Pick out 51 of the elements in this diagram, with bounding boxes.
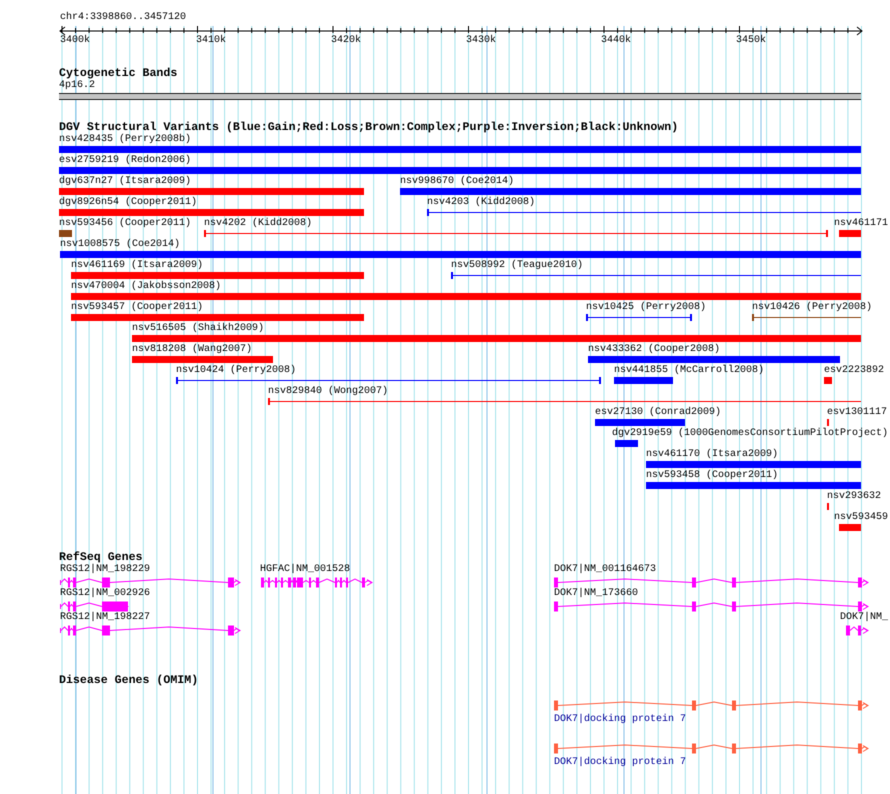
gene-label: DOK7|docking protein 7 (554, 714, 686, 725)
gene-label: DOK7|NM_ (840, 612, 888, 623)
variant-label: esv1301117 (827, 407, 888, 418)
track-heading: DGV Structural Variants (Blue:Gain;Red:Loss;Brown:Complex;Purple:Inversion;Black:Unknown) (59, 122, 678, 133)
variant-label: esv2223892 (824, 365, 884, 376)
tick-label: 3450k (736, 35, 766, 46)
gene-label: RGS12|NM_002926 (60, 588, 150, 599)
tick-label: 3440k (601, 35, 632, 46)
variant-label: nsv516505 (Shaikh2009) (132, 323, 264, 334)
variant-label: nsv10426 (Perry2008) (752, 302, 872, 313)
variant-label: nsv1008575 (Coe2014) (60, 239, 180, 250)
variant-label: nsv461169 (Itsara2009) (71, 260, 204, 271)
tick-label: 3430k (466, 35, 496, 46)
gene-label: HGFAC|NM_001528 (260, 564, 350, 575)
variant-label: esv27130 (Conrad2009) (595, 407, 722, 418)
variant-label: nsv998670 (Coe2014) (400, 176, 514, 187)
tick-label: 3400k (60, 35, 90, 46)
variant-label: nsv593456 (Cooper2011) (59, 218, 192, 229)
variant-label: nsv441855 (McCarroll2008) (614, 365, 764, 376)
variant-label: nsv593457 (Cooper2011) (71, 302, 204, 313)
track-heading: RefSeq Genes (59, 552, 142, 563)
gene-label: DOK7|NM_001164673 (554, 564, 656, 575)
gene-label: DOK7|NM_173660 (554, 588, 638, 599)
variant-label: nsv470004 (Jakobsson2008) (71, 281, 222, 292)
variant-label: nsv461170 (Itsara2009) (646, 449, 778, 460)
location-label: chr4:3398860..3457120 (60, 12, 186, 23)
gene-label: RGS12|NM_198229 (60, 564, 150, 575)
gene-label: RGS12|NM_198227 (60, 612, 150, 623)
variant-label: nsv10425 (Perry2008) (586, 302, 706, 313)
variant-label: nsv433362 (Cooper2008) (588, 344, 720, 355)
variant-label: nsv508992 (Teague2010) (451, 260, 584, 271)
track-heading: Cytogenetic Bands (59, 68, 178, 79)
variant-label: nsv829840 (Wong2007) (268, 386, 388, 397)
variant-label: nsv10424 (Perry2008) (176, 365, 296, 376)
track-heading: Disease Genes (OMIM) (59, 675, 198, 686)
variant-label: nsv4203 (Kidd2008) (427, 197, 536, 208)
variant-label: esv2759219 (Redon2006) (59, 155, 192, 166)
tick-label: 3420k (331, 35, 362, 46)
variant-label: nsv293632 (827, 491, 882, 502)
variant-label: dgv637n27 (Itsara2009) (59, 176, 192, 187)
gene-label: DOK7|docking protein 7 (554, 757, 686, 768)
variant-label: nsv593458 (Cooper2011) (646, 470, 778, 481)
variant-label: dgv8926n54 (Cooper2011) (59, 197, 198, 208)
variant-label: dgv2919e59 (1000GenomesConsortiumPilotProject) (612, 428, 888, 439)
variant-label: nsv593459 (834, 512, 888, 523)
variant-label: nsv428435 (Perry2008b) (59, 134, 192, 145)
variant-label: nsv461171 (834, 218, 888, 229)
band-label: 4p16.2 (59, 80, 96, 91)
variant-label: nsv818208 (Wang2007) (132, 344, 252, 355)
variant-label: nsv4202 (Kidd2008) (204, 218, 312, 229)
tick-label: 3410k (196, 35, 226, 46)
